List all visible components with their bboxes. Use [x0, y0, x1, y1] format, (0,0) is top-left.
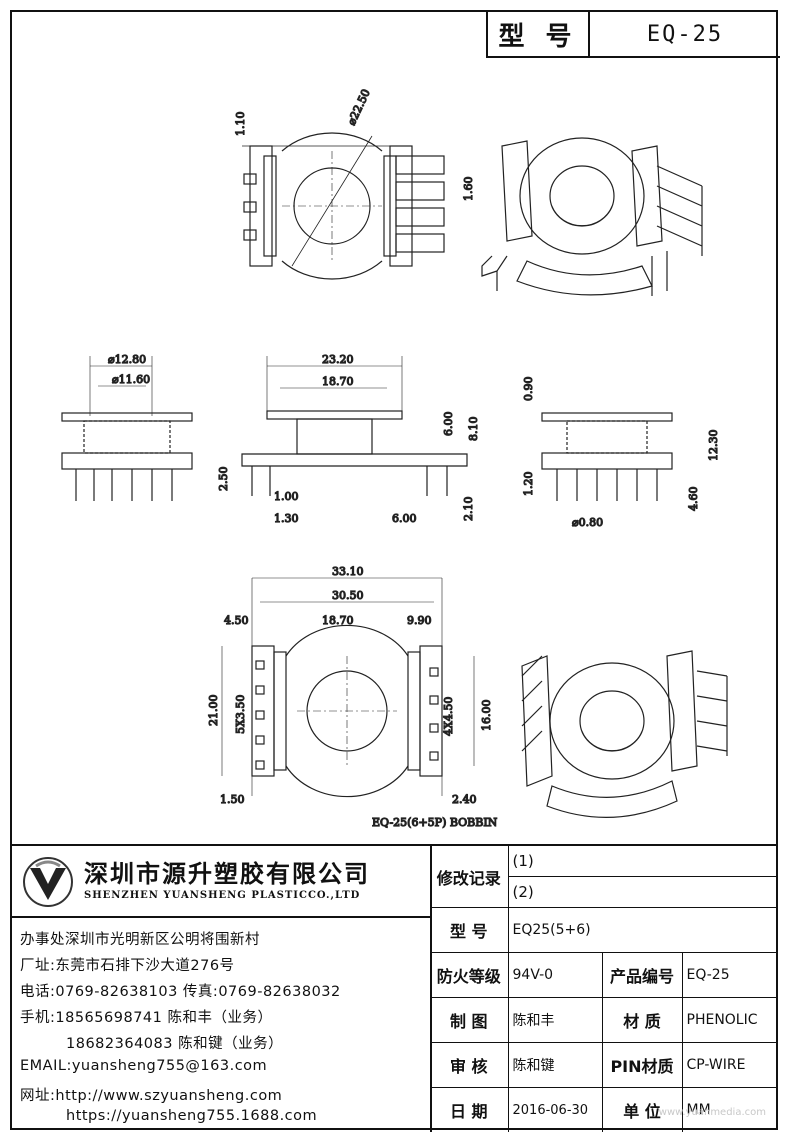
revision-2: (2): [507, 876, 779, 908]
company-website[interactable]: 网址:http://www.szyuansheng.com: [20, 1088, 283, 1104]
company-block: 深圳市源升塑胶有限公司 SHENZHEN YUANSHENG PLASTICCO…: [12, 846, 432, 1132]
dim-right-h: 12.30: [707, 430, 720, 462]
unit-value: MM: [681, 1087, 779, 1132]
dim-left-a: ⌀12.80: [108, 353, 146, 366]
dim-bottom-w1: 33.10: [332, 565, 364, 578]
pin-material-label: PIN材质: [601, 1042, 683, 1088]
spec-model-label: 型 号: [430, 907, 509, 953]
info-area: 深圳市源升塑胶有限公司 SHENZHEN YUANSHENG PLASTICCO…: [12, 844, 779, 1132]
material-value: PHENOLIC: [681, 997, 779, 1043]
drawn-by-value: 陈和丰: [507, 997, 603, 1043]
dim-mid-l4: 6.00: [392, 512, 417, 525]
dim-right-l: 1.20: [522, 472, 535, 497]
drawing-sheet: 型 号 EQ-25 ⌀22.50 1.10 1.60: [10, 10, 780, 1132]
company-phone: 电话:0769-82638103 传真:0769-82638032: [20, 984, 341, 1000]
company-website-2[interactable]: https://yuansheng755.1688.com: [66, 1108, 318, 1124]
side-view-middle: 23.20 18.70 6.00 8.10 2.50 1.00 1.30 6.0…: [216, 352, 480, 525]
dim-mid-w1: 23.20: [322, 353, 354, 366]
revision-1: (1): [507, 846, 779, 877]
dim-mid-h2: 8.10: [467, 417, 480, 442]
dim-mid-l2: 1.00: [274, 490, 299, 503]
date-value: 2016-06-30: [507, 1087, 603, 1132]
technical-drawing: ⌀22.50 1.10 1.60: [61, 87, 728, 830]
model-label: 型 号: [488, 12, 590, 56]
dim-bottom-a: 4.50: [224, 614, 249, 627]
pin-material-value: CP-WIRE: [681, 1042, 779, 1088]
drawn-by-label: 制 图: [430, 997, 509, 1043]
isometric-view-bottom: [521, 650, 728, 818]
reviewed-by-value: 陈和键: [507, 1042, 603, 1088]
reviewed-by-label: 审 核: [430, 1042, 509, 1088]
spec-table: 修改记录 (1) (2) 型 号 EQ25(5+6) 防火等级 94V-0 产品…: [430, 846, 779, 1132]
dim-mid-l3: 1.30: [274, 512, 299, 525]
unit-label: 单 位: [601, 1087, 683, 1132]
company-factory: 厂址:东莞市石排下沙大道276号: [20, 958, 235, 974]
dim-mid-w2: 18.70: [322, 375, 354, 388]
dim-right-top: 0.90: [522, 377, 535, 402]
dim-top-left: 1.10: [234, 112, 247, 137]
dim-top-right: 1.60: [462, 177, 475, 202]
date-label: 日 期: [430, 1087, 509, 1132]
dim-bottom-p2: 4X4.50: [442, 697, 455, 736]
spec-model-value: EQ25(5+6): [507, 907, 779, 953]
company-office: 办事处深圳市光明新区公明将围新村: [20, 932, 260, 948]
dim-mid-l1: 2.50: [217, 467, 230, 492]
revision-label: 修改记录: [430, 846, 509, 908]
dim-bottom-h2: 16.00: [480, 700, 493, 732]
dim-left-b: ⌀11.60: [112, 373, 150, 386]
dim-mid-l5: 2.10: [462, 497, 475, 522]
dim-right-pd: ⌀0.80: [572, 516, 603, 529]
bottom-view: 33.10 30.50 4.50 18.70 9.90 21: [206, 564, 493, 806]
company-mobile2: 18682364083 陈和键（业务）: [66, 1036, 284, 1052]
company-name-en: SHENZHEN YUANSHENG PLASTICCO.,LTD: [84, 890, 361, 901]
company-header: 深圳市源升塑胶有限公司 SHENZHEN YUANSHENG PLASTICCO…: [12, 846, 430, 918]
dim-bottom-p1: 5X3.50: [234, 695, 247, 734]
drawing-caption: EQ-25(6+5P) BOBBIN: [372, 816, 498, 829]
product-no-value: EQ-25: [681, 952, 779, 998]
dim-bottom-w2: 30.50: [332, 589, 364, 602]
side-view-left: ⌀12.80 ⌀11.60: [61, 352, 193, 501]
dim-right-pin: 4.60: [687, 487, 700, 512]
dim-bottom-l2: 2.40: [452, 793, 477, 806]
dim-diameter-top: ⌀22.50: [345, 87, 373, 127]
watermark: www.yuanmedia.com: [658, 1107, 766, 1118]
fire-rating-value: 94V-0: [507, 952, 603, 998]
material-label: 材 质: [601, 997, 683, 1043]
company-mobile1: 手机:18565698741 陈和丰（业务）: [20, 1010, 273, 1026]
isometric-view-top: [481, 137, 703, 296]
company-email[interactable]: EMAIL:yuansheng755@163.com: [20, 1058, 268, 1074]
product-no-label: 产品编号: [601, 952, 683, 998]
company-name-cn: 深圳市源升塑胶有限公司: [84, 860, 370, 888]
dim-bottom-b: 18.70: [322, 614, 354, 627]
dim-bottom-c: 9.90: [407, 614, 432, 627]
company-logo-icon: [23, 857, 73, 907]
title-block: 型 号 EQ-25: [486, 12, 780, 58]
dim-bottom-h1: 21.00: [207, 695, 220, 727]
model-value: EQ-25: [646, 21, 724, 47]
side-view-right: 0.90 12.30 1.20 4.60 ⌀0.80: [521, 376, 720, 530]
dim-bottom-l1: 1.50: [220, 793, 245, 806]
top-view: ⌀22.50 1.10 1.60: [233, 87, 476, 280]
fire-rating-label: 防火等级: [430, 952, 509, 998]
dim-mid-h1: 6.00: [442, 412, 455, 437]
